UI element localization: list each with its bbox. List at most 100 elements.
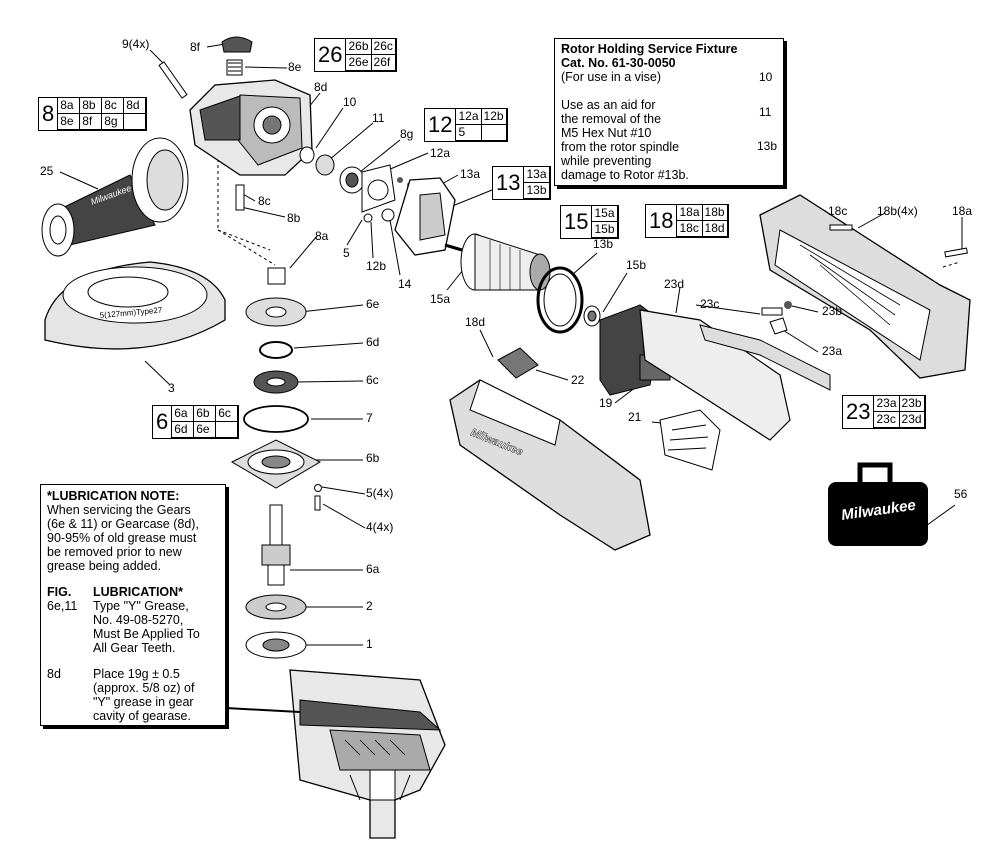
lube-row-line: "Y" grease in gear (93, 695, 194, 709)
group-18: 18 18a 18b 18c 18d (645, 204, 729, 238)
group-6-main: 6 (153, 406, 173, 438)
fixture-title: Rotor Holding Service Fixture (561, 42, 738, 56)
label-5-4x: 5(4x) (366, 486, 394, 500)
group-18-main: 18 (646, 205, 678, 237)
label-23d: 23d (664, 277, 685, 291)
lube-table-header: FIG. LUBRICATION* (47, 585, 219, 599)
group-6-sub: 6d (172, 422, 195, 438)
label-8f: 8f (190, 40, 201, 54)
label-19: 19 (599, 396, 613, 410)
group-12-sub: 5 (456, 125, 482, 141)
group-13-main: 13 (493, 167, 525, 199)
label-8b: 8b (287, 211, 301, 225)
lube-row-line: Place 19g ± 0.5 (93, 667, 180, 681)
label-14: 14 (398, 277, 412, 291)
label-25: 25 (40, 164, 54, 178)
label-22: 22 (571, 373, 585, 387)
fixture-body-line: Use as an aid for (561, 98, 656, 112)
group-15-sub: 15a (592, 206, 618, 222)
group-18-sub: 18d (702, 221, 728, 237)
label-3: 3 (168, 381, 175, 395)
group-23-main: 23 (843, 396, 875, 428)
group-8-main: 8 (39, 98, 59, 130)
label-56: 56 (954, 487, 968, 501)
group-26-sub: 26e (346, 55, 372, 71)
group-12-sub: 12b (481, 109, 507, 125)
group-6-sub: 6b (194, 406, 217, 422)
lube-row-line: Type "Y" Grease, (93, 599, 189, 613)
label-11: 11 (372, 111, 385, 125)
label-8e: 8e (288, 60, 302, 74)
group-6-sub: 6a (172, 406, 195, 422)
label-6e: 6e (366, 297, 380, 311)
lube-row: 8d Place 19g ± 0.5 (approx. 5/8 oz) of "… (47, 667, 219, 723)
label-23b: 23b (822, 304, 843, 318)
label-6a: 6a (366, 562, 380, 576)
fixture-label-11: 11 (759, 105, 772, 119)
label-6d: 6d (366, 335, 380, 349)
group-26-sub: 26b (346, 39, 372, 55)
group-23: 23 23a 23b 23c 23d (842, 395, 926, 429)
group-8-sub: 8e (58, 114, 81, 130)
label-18d: 18d (465, 315, 486, 329)
label-1: 1 (366, 637, 373, 651)
group-18-sub: 18a (677, 205, 703, 221)
group-6-sub: 6e (194, 422, 217, 438)
label-15b: 15b (626, 258, 647, 272)
label-13a: 13a (460, 167, 481, 181)
label-4-4x: 4(4x) (366, 520, 394, 534)
group-12-sub: 12a (456, 109, 482, 125)
group-15-sub: 15b (592, 222, 618, 238)
label-15a: 15a (430, 292, 451, 306)
fixture-cat-number: Cat. No. 61-30-0050 (561, 56, 676, 70)
label-13b: 13b (593, 237, 614, 251)
label-21: 21 (628, 410, 642, 424)
group-13: 13 13a 13b (492, 166, 551, 200)
lube-row-fig: 8d (47, 667, 61, 681)
group-15: 15 15a 15b (560, 205, 619, 239)
lube-row-line: No. 49-08-5270, (93, 613, 184, 627)
group-8-sub: 8b (80, 98, 103, 114)
fixture-usage: (For use in a vise) (561, 70, 662, 84)
group-8-sub: 8g (102, 114, 125, 130)
label-23a: 23a (822, 344, 843, 358)
lubrication-note: *LUBRICATION NOTE: When servicing the Ge… (40, 484, 226, 726)
fixture-body-line: the removal of the (561, 112, 662, 126)
lube-row-fig: 6e,11 (47, 599, 78, 613)
group-26-sub: 26f (371, 55, 396, 71)
group-23-sub: 23b (899, 396, 925, 412)
fixture-body-line: from the rotor spindle (561, 140, 680, 154)
fixture-body-line: while preventing (561, 154, 652, 168)
group-6-sub (216, 422, 239, 438)
group-23-sub: 23c (874, 412, 900, 428)
group-18-sub: 18b (702, 205, 728, 221)
label-12a: 12a (430, 146, 451, 160)
fixture-callout: Rotor Holding Service Fixture Cat. No. 6… (554, 38, 784, 186)
label-6b: 6b (366, 451, 380, 465)
group-12-main: 12 (425, 109, 457, 141)
label-10: 10 (343, 95, 357, 109)
group-8-sub (124, 114, 147, 130)
group-12: 12 12a 12b 5 (424, 108, 508, 142)
group-8-sub: 8c (102, 98, 125, 114)
lube-body-line: 90-95% of old grease must (47, 531, 197, 545)
group-23-sub: 23a (874, 396, 900, 412)
group-12-sub (481, 125, 507, 141)
label-8a: 8a (315, 229, 329, 243)
fixture-body-line: damage to Rotor #13b. (561, 168, 689, 182)
group-8-sub: 8f (80, 114, 103, 130)
lube-row: 6e,11 Type "Y" Grease, No. 49-08-5270, M… (47, 599, 219, 655)
lube-row-line: (approx. 5/8 oz) of (93, 681, 195, 695)
fixture-label-13b: 13b (757, 139, 778, 153)
label-9: 9(4x) (122, 37, 150, 51)
lube-body-line: When servicing the Gears (47, 503, 191, 517)
lube-row-line: cavity of gearase. (93, 709, 191, 723)
group-26: 26 26b 26c 26e 26f (314, 38, 397, 72)
label-6c: 6c (366, 373, 379, 387)
group-6: 6 6a 6b 6c 6d 6e (152, 405, 240, 439)
group-13-sub: 13a (524, 167, 550, 183)
label-8d: 8d (314, 80, 328, 94)
label-12b: 12b (366, 259, 387, 273)
